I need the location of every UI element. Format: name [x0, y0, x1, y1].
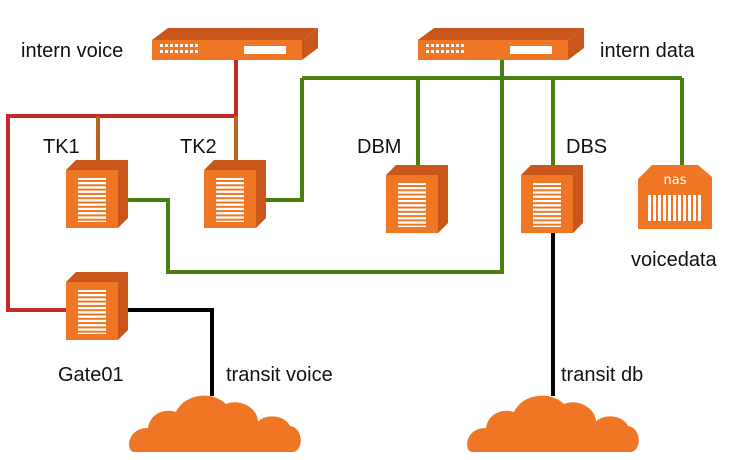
- cloud-icon: [467, 395, 639, 452]
- cloud-transit-db[interactable]: [467, 395, 639, 452]
- label-transit-voice: transit voice: [226, 364, 333, 386]
- server-tk1[interactable]: [66, 160, 128, 228]
- server-tower-icon: [386, 165, 448, 233]
- nas-storage-icon: nas: [638, 165, 712, 229]
- label-dbm: DBM: [357, 136, 401, 158]
- label-dbs: DBS: [566, 136, 607, 158]
- nas-voicedata[interactable]: nas: [638, 165, 712, 229]
- link-voice-gate01: [6, 60, 238, 312]
- server-tower-icon: [204, 160, 266, 228]
- server-dbs[interactable]: [521, 165, 583, 233]
- network-switch-icon: [152, 28, 318, 60]
- server-tower-icon: [66, 160, 128, 228]
- server-dbm[interactable]: [386, 165, 448, 233]
- server-tower-icon: [66, 272, 128, 340]
- label-transit-db: transit db: [561, 364, 643, 386]
- switch-intern-voice[interactable]: [152, 28, 318, 60]
- server-tk2[interactable]: [204, 160, 266, 228]
- nas-badge-label: nas: [664, 173, 687, 188]
- network-switch-icon: [418, 28, 584, 60]
- link-gate01-transit-voice: [128, 308, 214, 396]
- label-tk2: TK2: [180, 136, 217, 158]
- label-gate01: Gate01: [58, 364, 124, 386]
- link-data-tk1: [128, 56, 504, 274]
- server-tower-icon: [521, 165, 583, 233]
- links: [6, 56, 684, 396]
- server-gate01[interactable]: [66, 272, 128, 340]
- cloud-transit-voice[interactable]: [129, 395, 301, 452]
- label-intern-voice: intern voice: [21, 40, 123, 62]
- label-intern-data: intern data: [600, 40, 695, 62]
- label-voicedata: voicedata: [631, 249, 717, 271]
- link-data-tk2: [266, 78, 304, 202]
- label-tk1: TK1: [43, 136, 80, 158]
- cloud-icon: [129, 395, 301, 452]
- switch-intern-data[interactable]: [418, 28, 584, 60]
